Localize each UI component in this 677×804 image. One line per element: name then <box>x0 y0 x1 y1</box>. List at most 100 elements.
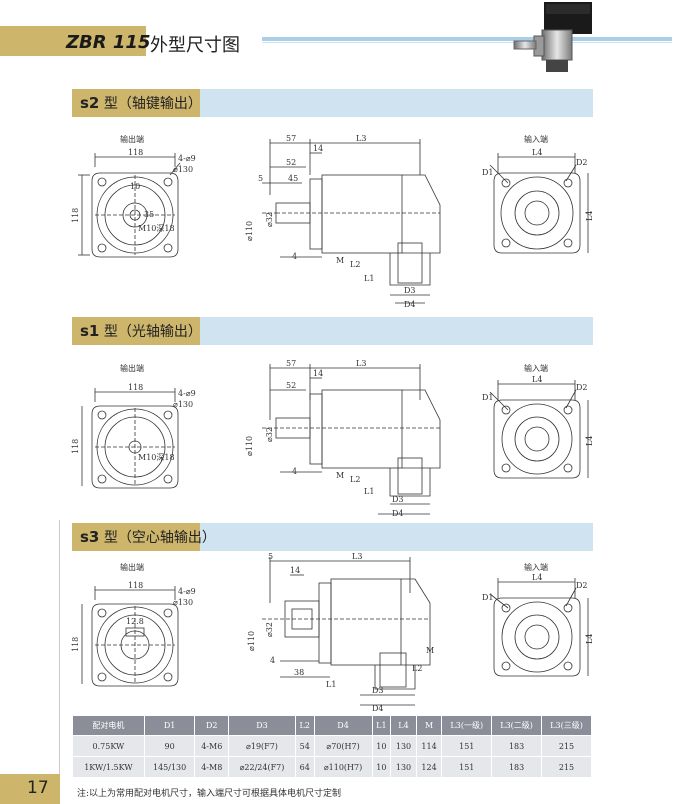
s3-input-end-label: 输入端 <box>524 563 548 572</box>
s3-input-end-view: L4 D1 D2 L4 <box>482 573 594 677</box>
page-subtitle: 外型尺寸图 <box>150 35 240 56</box>
s3-front-width: 118 <box>128 581 143 590</box>
table-header: L3(三级) <box>541 715 592 736</box>
s2-side-view: 57 L3 14 52 5 45 ⌀110 ⌀32 4 M L2 L1 D3 D… <box>245 135 441 309</box>
table-cell: 130 <box>390 756 417 778</box>
s2-rear-l4: L4 <box>532 148 542 157</box>
s1-front-pcd: ⌀130 <box>173 400 193 409</box>
header-tab <box>0 26 146 56</box>
s1-front-height: 118 <box>71 439 80 454</box>
s3-front-holes: 4-⌀9 <box>178 587 196 596</box>
table-cell: 10 <box>371 756 392 778</box>
s2-front-holes: 4-⌀9 <box>178 154 196 163</box>
s3-side-38: 38 <box>294 668 304 677</box>
s2-front-pcd: ⌀130 <box>173 165 193 174</box>
spec-table: 配对电机 D1 D2 D3 L2 D4 L1 L4 M L3(一级) L3(二级… <box>72 715 592 778</box>
table-header: L3(一级) <box>441 715 493 736</box>
s3-side-d3: D3 <box>372 686 384 695</box>
header-rule-thin <box>262 42 672 43</box>
table-row: 0.75KW 90 4-M6 ⌀19(F7) 54 ⌀70(H7) 10 130… <box>72 735 592 757</box>
table-cell: 151 <box>441 735 493 757</box>
s2-input-end-label: 输入端 <box>524 135 548 144</box>
gearbox-product-image <box>513 2 592 72</box>
s1-side-d4: D4 <box>392 509 404 518</box>
s2-side-m: M <box>336 256 344 265</box>
s2-front-thread: M10深18 <box>138 224 175 233</box>
table-cell: 4-M8 <box>194 756 230 778</box>
header-rule <box>262 37 672 41</box>
table-cell: 145/130 <box>143 756 196 778</box>
s2-side-14: 14 <box>313 144 323 153</box>
s1-front-width: 118 <box>128 383 143 392</box>
section-tab-s3 <box>72 523 200 551</box>
section-title-s2: s2 型（轴键输出） <box>80 94 202 112</box>
table-header: 配对电机 <box>72 715 145 736</box>
s2-side-l3: L3 <box>356 135 366 143</box>
s3-front-height: 118 <box>71 637 80 652</box>
s1-side-52: 52 <box>286 381 296 390</box>
s1-side-d3: D3 <box>392 495 404 504</box>
s2-front-width: 118 <box>128 148 143 157</box>
table-cell: 130 <box>390 735 417 757</box>
s1-side-14: 14 <box>313 369 323 378</box>
s2-side-57: 57 <box>286 135 296 143</box>
table-cell: 151 <box>441 756 493 778</box>
s1-side-pilot: ⌀110 <box>245 436 254 456</box>
s3-side-m: M <box>426 646 434 655</box>
s1-front-thread: M10深18 <box>138 453 175 462</box>
page-number: 17 <box>27 778 49 798</box>
s1-side-l1: L1 <box>364 487 374 496</box>
table-cell: 54 <box>294 735 315 757</box>
s2-output-end-view: 118 118 4-⌀9 ⌀130 10 35 M10深18 <box>71 148 196 258</box>
s1-rear-l4v: L4 <box>585 436 594 446</box>
footnote: 注:以上为常用配对电机尺寸，输入端尺寸可根据具体电机尺寸定制 <box>77 789 342 799</box>
s2-front-key: 10 <box>130 182 140 191</box>
s1-rear-d2: D2 <box>576 383 588 392</box>
s2-side-shaft: ⌀32 <box>265 212 274 227</box>
s1-side-l3: L3 <box>356 360 366 368</box>
table-cell: 64 <box>294 756 315 778</box>
table-cell: 124 <box>415 756 443 778</box>
s2-side-l2: L2 <box>350 260 360 269</box>
s2-side-52: 52 <box>286 158 296 167</box>
page-number-tab <box>0 774 60 804</box>
s3-output-end-label: 输出端 <box>120 563 144 572</box>
section-tab-s2 <box>72 89 200 117</box>
s3-side-view: 5 L3 14 ⌀110 ⌀32 4 38 M L2 L1 D3 D4 <box>247 553 434 713</box>
s3-side-5: 5 <box>268 553 273 561</box>
table-cell: ⌀19(F7) <box>228 735 296 757</box>
s2-input-end-view: L4 D1 D2 L4 <box>482 148 594 254</box>
s3-side-14: 14 <box>290 566 300 575</box>
table-cell: 215 <box>541 756 592 778</box>
s2-rear-d2: D2 <box>576 158 588 167</box>
s3-side-4: 4 <box>270 656 275 665</box>
table-header: D1 <box>143 715 196 736</box>
table-cell: ⌀70(H7) <box>313 735 373 757</box>
table-cell: 183 <box>491 756 543 778</box>
s3-output-end-view: 118 118 4-⌀9 ⌀130 12.8 <box>71 581 196 687</box>
s1-input-end-view: L4 D1 D2 L4 <box>482 375 594 479</box>
table-cell: 183 <box>491 735 543 757</box>
s3-front-pcd: ⌀130 <box>173 598 193 607</box>
table-header: L2 <box>294 715 315 736</box>
s1-side-4: 4 <box>292 467 297 476</box>
table-header: D3 <box>228 715 296 736</box>
s2-front-height: 118 <box>71 208 80 223</box>
table-cell: 90 <box>143 735 196 757</box>
s3-rear-l4v: L4 <box>585 634 594 644</box>
s2-rear-d1: D1 <box>482 168 494 177</box>
s3-side-d4: D4 <box>372 704 384 713</box>
table-cell: 0.75KW <box>72 735 145 757</box>
table-header: D4 <box>313 715 373 736</box>
s1-side-shaft: ⌀32 <box>265 427 274 442</box>
s2-side-45: 45 <box>288 174 298 183</box>
s3-side-l2: L2 <box>412 664 422 673</box>
s2-side-d4: D4 <box>404 300 416 309</box>
section-title-s1: s1 型（光轴输出） <box>80 322 202 340</box>
table-header: L3(二级) <box>491 715 543 736</box>
s3-side-pilot: ⌀110 <box>247 631 256 651</box>
s2-output-end-label: 输出端 <box>120 135 144 144</box>
s3-side-l1: L1 <box>326 680 336 689</box>
table-cell: 10 <box>371 735 392 757</box>
s1-output-end-label: 输出端 <box>120 364 144 373</box>
